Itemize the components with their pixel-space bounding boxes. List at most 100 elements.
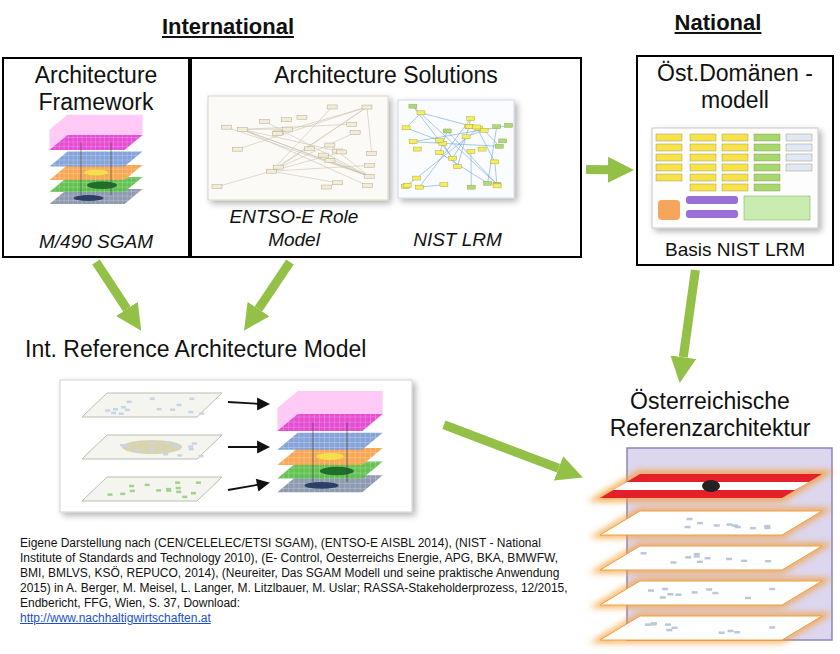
download-link: http://www.nachhaltigwirtschaften.at [20,611,211,625]
nist-boxes [467,185,475,189]
reference-arrows [228,399,268,490]
role-model-boxes [271,165,369,171]
node-title: Architecture Framework [9,62,183,116]
austrian-layers [694,555,700,558]
sgam-picture [50,115,143,204]
nist-picture [398,100,514,198]
domain-boxes [690,184,716,191]
solutions-box: ENTSO-E Role ModelNIST LRM Architecture S… [190,57,582,258]
reference-picture [82,393,222,417]
role-model-boxes [318,153,328,157]
austrian-layers [694,553,700,556]
node-title: Öst.Domänen -modell [650,60,820,114]
austrian-layers [650,623,656,626]
framework-box: Architecture FrameworkM/490 SGAM [2,57,190,258]
node-title: Int. Reference Architecture Model [25,336,435,363]
nist-boxes [467,149,475,153]
role-model-boxes [237,107,367,149]
domain-model-picture [652,128,818,228]
role-model-boxes [362,105,372,109]
austrian-layers [697,561,703,564]
reference-arrows [258,442,268,452]
reference-dots [119,412,124,415]
domain-boxes [754,164,780,171]
section-heading: International [162,14,294,40]
nist-boxes [499,139,507,143]
nist-boxes [447,131,497,184]
reference-dots [176,404,181,407]
austrian-layers [600,474,822,498]
domain-boxes [722,184,748,191]
node-title: NIST LRM [400,229,515,251]
nist-boxes [493,184,501,188]
austrian-layers [600,474,822,498]
nist-boxes [413,125,509,141]
austrian-layers [712,592,718,595]
flow-arrow [96,262,127,309]
reference-dots [157,408,162,411]
nist-boxes [436,151,444,155]
austrian-layers [660,596,666,599]
reference-dots [111,412,116,415]
reference-arrows [228,402,262,404]
domain-boxes [690,154,716,161]
role-model-boxes [347,122,357,126]
austrian-layers [670,561,676,564]
reference-dots [120,444,125,447]
domain-boxes [656,134,812,220]
domain-boxes [690,164,716,171]
nist-boxes [495,144,503,148]
node-title: ENTSO-E Role Model [205,206,383,251]
reference-arrows [257,480,268,490]
node-title: Architecture Solutions [197,62,575,89]
domain-boxes [656,154,682,161]
reference-dots [135,449,140,452]
reference-dots [130,490,135,493]
domain-boxes [786,164,812,171]
role-model-boxes [332,181,342,185]
source-caption: Eigene Darstellung nach (CEN/CELELEC/ETS… [20,536,580,611]
nist-boxes [493,125,501,129]
role-model-boxes [242,129,369,176]
reference-dots [120,493,125,496]
austrian-layers [765,560,771,563]
reference-dots [127,401,132,404]
reference-dots [182,496,187,499]
node-subtitle: M/490 SGAM [9,231,183,253]
role-model-boxes [217,171,271,187]
austrian-layers [705,557,711,560]
reference-dots [150,398,155,401]
austrian-layers [685,526,691,529]
role-model-boxes [212,185,222,189]
austrian-layers [600,511,822,535]
reference-dots [177,454,182,457]
node-subtitle: Basis NIST LRM [643,239,827,261]
role-model-boxes [297,115,307,119]
austrian-layers [769,588,775,591]
domain-boxes [722,144,748,151]
role-model-boxes [337,150,347,154]
austrian-layers [600,474,822,640]
reference-dots [150,448,155,451]
nist-boxes [413,176,421,180]
austrian-layers [600,511,822,535]
domain-boxes [786,154,812,161]
nist-boxes [440,183,448,187]
nist-boxes [403,183,411,187]
reference-dots [199,412,204,415]
reference-dots [176,487,181,490]
role-model-boxes [305,147,315,151]
austrian-layers [672,627,678,630]
domain-boxes [722,164,748,171]
reference-dots [166,488,171,491]
role-model-boxes [242,129,288,130]
reference-picture [60,380,412,512]
role-model-boxes [364,163,374,167]
role-model-boxes [367,107,372,153]
reference-dots [173,446,178,449]
reference-dots [148,442,153,445]
domain-boxes [656,134,682,141]
domain-model-picture [652,128,818,228]
domain-boxes [754,184,780,191]
